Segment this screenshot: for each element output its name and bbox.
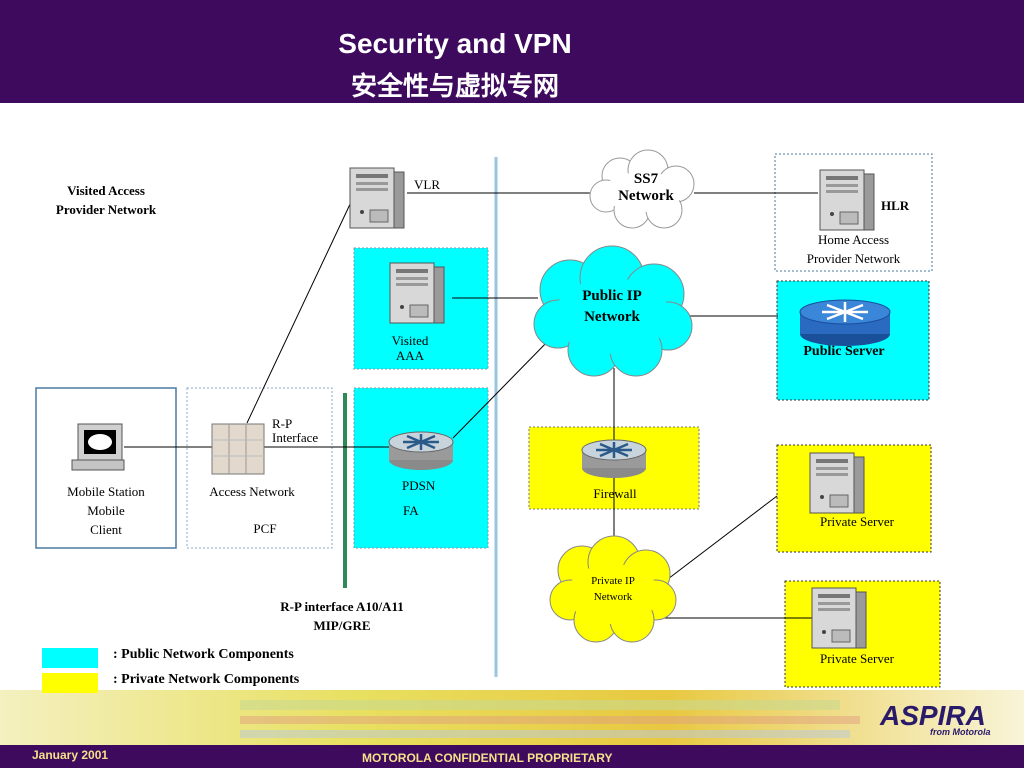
legend-private-swatch bbox=[42, 673, 98, 693]
pcf-label: PCF bbox=[253, 521, 277, 536]
aspira-logo: ASPIRA bbox=[880, 700, 986, 731]
private-server-1-label: Private Server bbox=[819, 514, 894, 529]
footer-bar bbox=[0, 745, 1024, 768]
page-title: Security and VPN bbox=[338, 28, 572, 59]
pdsn-label: PDSN bbox=[402, 478, 436, 493]
legend-private-label: : Private Network Components bbox=[113, 672, 300, 687]
aaa-server-icon bbox=[389, 262, 445, 324]
aspira-logo-sub: from Motorola bbox=[930, 727, 991, 737]
hlr-server-icon bbox=[819, 169, 875, 231]
title-bar bbox=[0, 0, 1024, 103]
public-server-label: Public Server bbox=[803, 344, 885, 359]
vlr-server-icon bbox=[349, 167, 405, 229]
link-privateip-server1 bbox=[663, 495, 778, 583]
private-server-2-label: Private Server bbox=[819, 651, 894, 666]
firewall-label: Firewall bbox=[593, 486, 637, 501]
footer-date: January 2001 bbox=[32, 748, 109, 762]
hlr-label: HLR bbox=[881, 198, 910, 213]
link-pdsn-publicip bbox=[452, 336, 553, 439]
vlr-label: VLR bbox=[414, 177, 440, 192]
private-server-1-icon bbox=[809, 452, 865, 514]
firewall-router-icon bbox=[580, 438, 648, 480]
fa-label: FA bbox=[403, 503, 419, 518]
pdsn-router-icon bbox=[387, 430, 455, 472]
legend-public-swatch bbox=[42, 648, 98, 668]
access-network-label: Access Network bbox=[209, 484, 295, 499]
link-pcf-vlr bbox=[246, 199, 353, 424]
private-server-2-icon bbox=[811, 587, 867, 649]
public-server-router-icon bbox=[798, 298, 892, 348]
page-title-chinese: 安全性与虚拟专网 bbox=[350, 72, 559, 102]
footer-confidential: MOTOROLA CONFIDENTIAL PROPRIETARY bbox=[362, 751, 613, 765]
mobile-terminal-icon bbox=[71, 423, 125, 471]
legend-public-label: : Public Network Components bbox=[113, 647, 294, 662]
pcf-rack-icon bbox=[211, 423, 265, 475]
